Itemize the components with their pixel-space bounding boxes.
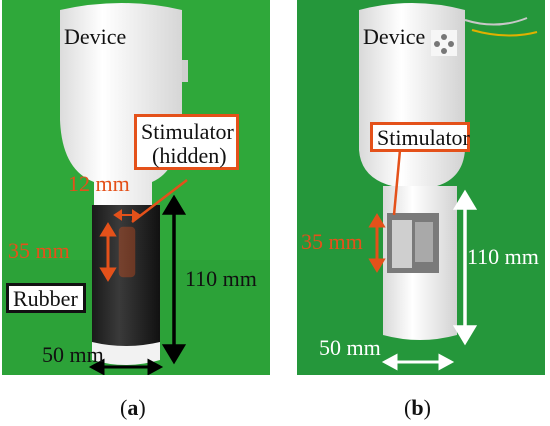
label-device-a: Device [64, 24, 127, 49]
stimulator-part-b [392, 220, 412, 268]
label-50mm-a: 50 mm [42, 342, 104, 367]
label-110mm-b: 110 mm [467, 244, 539, 269]
caption-a-open: ( [120, 395, 128, 420]
label-stimulator-b: Stimulator [377, 125, 470, 150]
stimulator-callout-b: Stimulator [370, 122, 470, 152]
caption-a: (a) [120, 395, 146, 421]
label-device-b: Device [363, 24, 426, 49]
label-stimulator-a-line1: Stimulator [141, 119, 234, 144]
dim-arrow-35mm-a [99, 222, 117, 282]
dim-arrow-110mm-a [161, 194, 187, 365]
dim-arrow-12mm [113, 209, 141, 221]
caption-a-letter: a [127, 395, 139, 420]
photo-panel-b: Device Stimulator 35 mm 110 mm 50 mm [297, 0, 545, 375]
dim-arrow-35mm-b [368, 213, 386, 273]
stimulator-outline-a [118, 226, 136, 278]
caption-b-close: ) [423, 395, 431, 420]
photo-panel-a: Device Stimulator (hidden) 12 mm 35 mm 1… [2, 0, 270, 375]
dim-arrow-110mm-b [452, 189, 478, 346]
label-12mm: 12 mm [68, 171, 130, 196]
label-35mm-b: 35 mm [301, 229, 363, 254]
caption-a-close: ) [138, 395, 146, 420]
label-110mm-a: 110 mm [185, 266, 257, 291]
label-rubber: Rubber [13, 286, 78, 311]
dim-arrow-50mm-a [88, 358, 164, 375]
device-photo-a [2, 0, 270, 375]
rubber-callout: Rubber [6, 283, 86, 313]
dim-arrow-50mm-b [381, 353, 455, 371]
device-photo-b [297, 0, 545, 375]
caption-b-open: ( [404, 395, 412, 420]
label-35mm-a: 35 mm [8, 238, 70, 263]
marker-dots [431, 30, 457, 56]
label-stimulator-a-line2: (hidden) [152, 143, 227, 168]
label-50mm-b: 50 mm [319, 335, 381, 360]
caption-b-letter: b [411, 395, 424, 420]
caption-b: (b) [404, 395, 431, 421]
stimulator-callout-a: Stimulator (hidden) [134, 114, 239, 170]
